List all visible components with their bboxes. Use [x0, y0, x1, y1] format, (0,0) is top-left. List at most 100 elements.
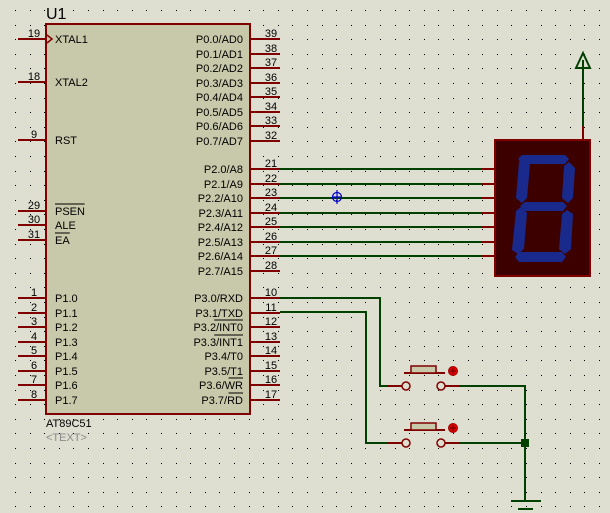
pin-name: P2.2/A10	[198, 193, 243, 205]
grid-dot	[555, 506, 556, 507]
grid-dot	[555, 302, 556, 303]
grid-dot	[176, 419, 177, 420]
grid-dot	[511, 463, 512, 464]
grid-dot	[30, 68, 31, 69]
grid-dot	[584, 346, 585, 347]
grid-dot	[482, 83, 483, 84]
seven-segment-display[interactable]	[494, 139, 591, 277]
grid-dot	[132, 419, 133, 420]
grid-dot	[161, 492, 162, 493]
grid-dot	[307, 273, 308, 274]
grid-dot	[599, 214, 600, 215]
grid-dot	[409, 302, 410, 303]
push-button-2[interactable]	[388, 422, 460, 448]
grid-dot	[380, 83, 381, 84]
power-terminal[interactable]	[574, 50, 592, 140]
grid-dot	[176, 477, 177, 478]
grid-dot	[468, 171, 469, 172]
grid-dot	[468, 463, 469, 464]
grid-dot	[395, 156, 396, 157]
button-actuator	[410, 422, 437, 431]
grid-dot	[570, 112, 571, 113]
grid-dot	[468, 317, 469, 318]
grid-dot	[59, 433, 60, 434]
grid-dot	[424, 302, 425, 303]
grid-dot	[146, 506, 147, 507]
grid-dot	[453, 463, 454, 464]
grid-dot	[570, 83, 571, 84]
grid-dot	[88, 477, 89, 478]
grid-dot	[351, 39, 352, 40]
grid-dot	[351, 98, 352, 99]
grid-dot	[234, 419, 235, 420]
grid-dot	[599, 244, 600, 245]
grid-dot	[117, 477, 118, 478]
grid-dot	[438, 375, 439, 376]
push-button-1[interactable]	[388, 365, 460, 391]
grid-dot	[365, 302, 366, 303]
grid-dot	[511, 54, 512, 55]
grid-dot	[15, 448, 16, 449]
grid-dot	[44, 331, 45, 332]
grid-dot	[263, 258, 264, 259]
grid-dot	[307, 156, 308, 157]
ground-symbol[interactable]	[511, 500, 541, 510]
grid-dot	[468, 229, 469, 230]
grid-dot	[395, 346, 396, 347]
grid-dot	[526, 83, 527, 84]
pin-number: 9	[31, 129, 37, 141]
grid-dot	[468, 419, 469, 420]
grid-dot	[30, 477, 31, 478]
grid-dot	[438, 346, 439, 347]
grid-dot	[409, 68, 410, 69]
grid-dot	[511, 492, 512, 493]
mcu-body[interactable]	[45, 23, 251, 415]
probe-marker-icon[interactable]	[331, 190, 343, 204]
grid-dot	[570, 317, 571, 318]
grid-dot	[44, 419, 45, 420]
grid-dot	[44, 404, 45, 405]
grid-dot	[249, 10, 250, 11]
grid-dot	[584, 433, 585, 434]
